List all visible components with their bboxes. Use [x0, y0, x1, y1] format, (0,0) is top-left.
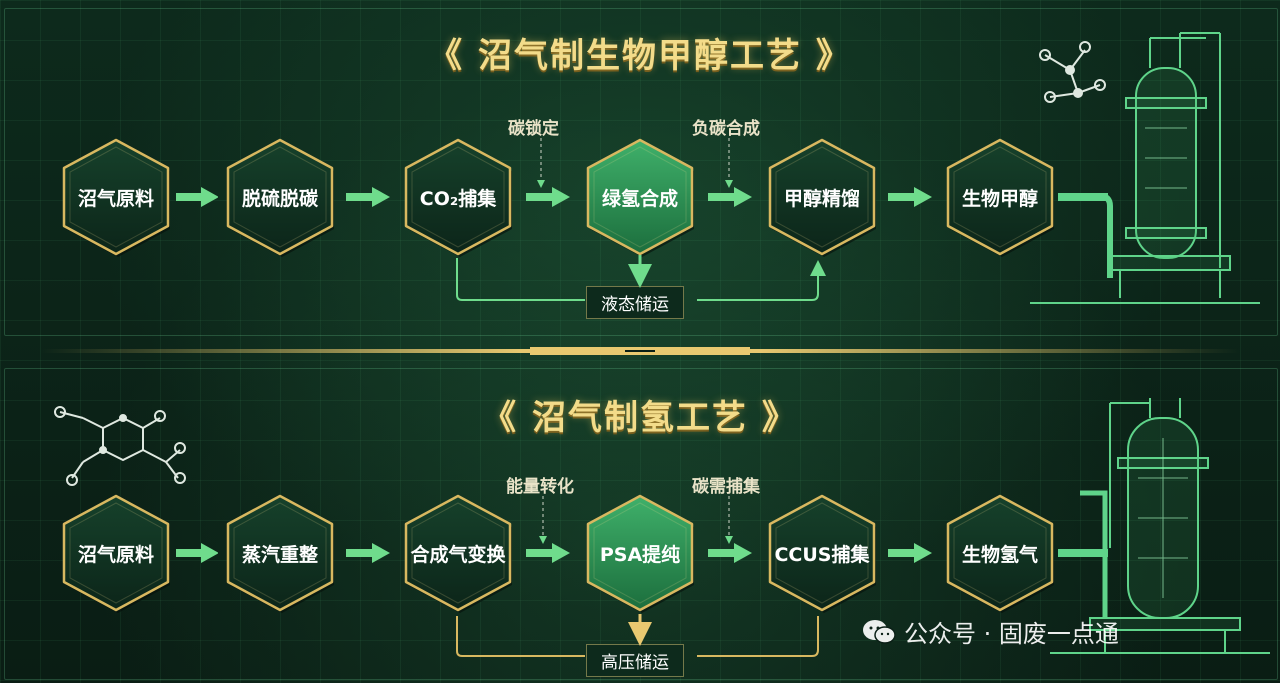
methanol-step-5: 甲醇精馏 [764, 137, 880, 257]
methanol-step-label: CO₂捕集 [419, 187, 497, 210]
methanol-flow-arrow [708, 187, 752, 207]
molecule-icon [1039, 41, 1106, 103]
hydrogen-flow-arrow [708, 543, 752, 563]
hydrogen-step-label: 合成气变换 [410, 543, 506, 566]
hydrogen-step-3: 合成气变换 [400, 493, 516, 613]
hydrogen-output-pipe [1058, 549, 1108, 557]
hydrogen-step-2: 蒸汽重整 [222, 493, 338, 613]
hydrogen-flow-arrow [176, 543, 218, 563]
methanol-output-pipe [1058, 193, 1108, 201]
section-title-methanol: 《 沼气制生物甲醇工艺 》 [428, 36, 852, 76]
methanol-step-4: 绿氢合成 [582, 137, 698, 257]
panel-hydrogen [4, 368, 1278, 680]
watermark-text: 公众号 · 固废一点通 [904, 620, 1119, 648]
storage-label-liquid: 液态储运 [586, 286, 684, 319]
reactor-icon [1050, 398, 1270, 654]
section-divider [40, 347, 1240, 355]
methanol-flow-arrow [526, 187, 570, 207]
hydrogen-step-1: 沼气原料 [58, 493, 174, 613]
methanol-step-label: 沼气原料 [77, 187, 154, 210]
methanol-flow-arrow [888, 187, 932, 207]
hydrogen-step-4: PSA提纯 [582, 493, 698, 613]
methanol-step-label: 绿氢合成 [601, 187, 678, 210]
hydrogen-step-label: CCUS捕集 [774, 543, 870, 566]
hydrogen-flow-arrow [346, 543, 390, 563]
methanol-step-1: 沼气原料 [58, 137, 174, 257]
note-energy-conversion: 能量转化 [506, 477, 574, 497]
note-negative-carbon: 负碳合成 [692, 119, 760, 139]
section-title-hydrogen: 《 沼气制氢工艺 》 [482, 398, 798, 438]
methanol-step-label: 脱硫脱碳 [241, 187, 318, 210]
hydrogen-step-label: 沼气原料 [77, 543, 154, 566]
note-carbon-capture: 碳需捕集 [692, 477, 760, 497]
methanol-step-label: 生物甲醇 [961, 187, 1038, 210]
molecule-icon [54, 406, 186, 486]
wechat-icon [863, 619, 896, 644]
hydrogen-step-label: 蒸汽重整 [241, 543, 318, 566]
storage-label-high-pressure: 高压储运 [586, 644, 684, 677]
watermark: 公众号 · 固废一点通 [862, 614, 1119, 649]
hydrogen-flow-arrow [526, 543, 570, 563]
panel-methanol [4, 8, 1278, 336]
methanol-step-6: 生物甲醇 [942, 137, 1058, 257]
hydrogen-flow-arrow [888, 543, 932, 563]
hydrogen-step-5: CCUS捕集 [764, 493, 880, 613]
methanol-step-3: CO₂捕集 [400, 137, 516, 257]
note-carbon-lock: 碳锁定 [508, 119, 559, 139]
methanol-step-2: 脱硫脱碳 [222, 137, 338, 257]
hydrogen-step-label: PSA提纯 [599, 543, 681, 566]
methanol-flow-arrow [346, 187, 390, 207]
methanol-step-label: 甲醇精馏 [783, 187, 860, 210]
hydrogen-step-6: 生物氢气 [942, 493, 1058, 613]
methanol-flow-arrow [176, 187, 218, 207]
hydrogen-step-label: 生物氢气 [961, 543, 1038, 566]
